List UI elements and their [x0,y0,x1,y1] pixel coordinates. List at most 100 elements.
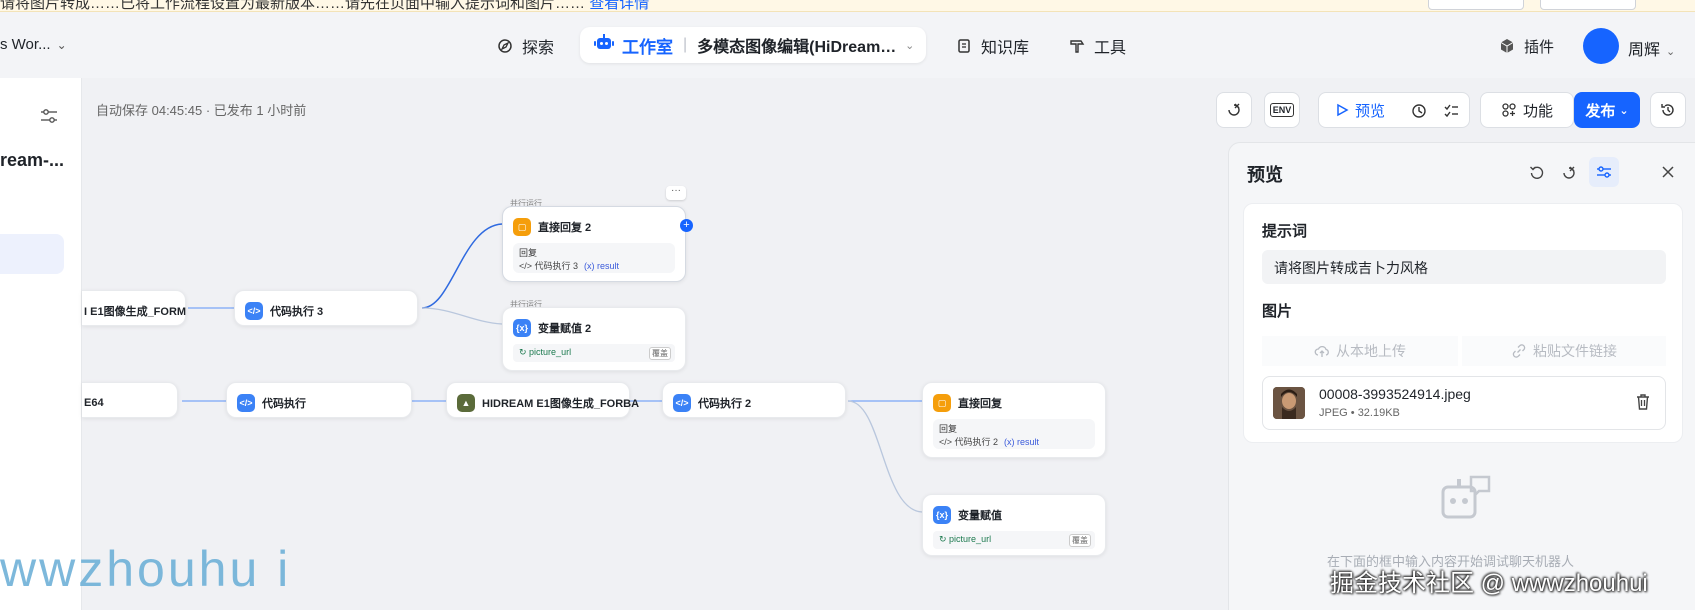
preview-label: 预览 [1355,102,1386,120]
reply-icon: ▢ [513,218,531,236]
chatbot-icon [1439,473,1491,526]
variables-toggle-icon[interactable] [1589,157,1619,187]
variable-icon: {x} [933,506,951,524]
studio-switcher[interactable]: 工作室 | 多模态图像编辑(HiDream-... ⌄ [580,27,926,63]
node-code-exec[interactable]: </>代码执行 [226,382,412,418]
ref-chip: </> 代码执行 3 [519,261,579,271]
paste-link-button[interactable]: 粘贴文件链接 [1462,336,1666,366]
sidebar-item-selected[interactable] [0,234,64,274]
robot-icon [594,33,614,57]
edge [847,400,923,513]
upload-local-label: 从本地上传 [1336,343,1406,359]
close-icon[interactable] [1661,165,1675,184]
project-name: 多模态图像编辑(HiDream-... [697,39,898,56]
chevron-down-icon: ⌄ [1666,46,1676,58]
studio-label: 工作室 [622,37,673,57]
chevron-down-icon: ⌄ [56,38,67,52]
version-history-button[interactable] [1650,92,1686,128]
book-icon [955,37,973,55]
trash-icon[interactable] [1635,393,1651,416]
node-header: {x}变量赋值 2 [513,318,591,338]
code-icon: </> [237,394,255,412]
node-code-exec-3[interactable]: </>代码执行 3 [234,290,418,326]
explore-icon [496,37,514,55]
code-icon: </> [245,302,263,320]
file-meta: JPEG • 32.19KB [1319,407,1400,419]
var-chip: (x) result [1004,437,1040,447]
file-thumbnail [1273,387,1305,419]
preview-panel: 预览 提示词 请将图片转成吉卜力风格 图片 从本地上传 粘贴文件链接 00008… [1228,142,1695,610]
clear-icon [1228,103,1240,116]
notice-button-1[interactable] [1428,0,1524,10]
workflow-canvas[interactable] [82,78,1228,610]
cloud-upload-icon [1314,345,1329,357]
run-history-icon[interactable] [1411,103,1427,123]
checklist-icon[interactable] [1443,103,1459,123]
node-header: ▢直接回复 [933,393,1002,413]
nav-plugin[interactable]: 插件 [1498,28,1554,64]
nav-explore-label: 探索 [522,40,555,57]
notice-link[interactable]: 查看详情 [589,0,650,12]
sidebar-project-name: ream-... [0,150,65,170]
node-title: E64 [84,397,104,409]
left-panel: ream-... [0,78,82,610]
nav-plugin-label: 插件 [1524,38,1555,56]
node-code-exec-2[interactable]: </>代码执行 2 [662,382,846,418]
node-base64[interactable]: E64 [82,382,178,418]
apps-icon [1502,103,1516,117]
node-form-gen[interactable]: I E1图像生成_FORM [82,290,186,326]
preview-toolbar-group: 预览 [1318,92,1470,128]
nav-explore[interactable]: 探索 [496,28,554,64]
prompt-label: 提示词 [1262,223,1308,240]
env-button[interactable]: ENV [1264,92,1300,128]
restart-icon[interactable] [1529,165,1545,186]
node-direct-reply-2[interactable]: ▢直接回复 2 回复 </> 代码执行 3(x) result [502,206,686,282]
file-name: 00008-3993524914.jpeg [1319,386,1471,402]
upload-local-button[interactable]: 从本地上传 [1262,336,1458,366]
close-history-button[interactable] [1216,92,1252,128]
features-button[interactable]: 功能 [1480,92,1574,128]
nav-knowledge[interactable]: 知识库 [955,28,1029,64]
preview-title: 预览 [1247,165,1283,185]
overwrite-tag: 覆盖 [1069,534,1091,547]
preview-button[interactable]: 预览 [1335,100,1385,121]
var-chip: (x) result [584,261,620,271]
top-header: s Wor...⌄ 探索 工作室 | 多模态图像编辑(HiDream-... ⌄… [0,12,1695,78]
features-label: 功能 [1522,102,1553,120]
notice-bar: 请将图片转成……已将工作流程设置为最新版本……请先在页面中输入提示词和图片…… … [0,0,1695,12]
uploaded-file: 00008-3993524914.jpeg JPEG • 32.19KB [1262,376,1666,430]
edge [421,307,503,325]
node-title: I E1图像生成_FORM [84,306,187,318]
prompt-input[interactable]: 请将图片转成吉卜力风格 [1262,250,1666,284]
node-direct-reply[interactable]: ▢直接回复 回复 </> 代码执行 2(x) result [922,382,1106,458]
node-header: </>代码执行 2 [673,393,751,413]
clear-chat-icon[interactable] [1561,165,1577,186]
node-hidream[interactable]: ▲HIDREAM E1图像生成_FORBA [446,382,639,418]
parallel-label: 并行运行 [510,199,542,208]
variable-icon: {x} [513,319,531,337]
settings-sliders-icon[interactable] [40,108,58,129]
node-body: 回复 </> 代码执行 3(x) result [513,243,675,273]
user-menu[interactable]: 周辉⌄ [1628,42,1676,59]
watermark-right: 掘金技术社区 @ wwwzhouhui [1330,570,1648,597]
avatar[interactable] [1583,28,1619,64]
add-node-icon[interactable]: + [680,219,693,232]
watermark-left: wwzhouhu i [0,541,292,597]
nav-knowledge-label: 知识库 [981,40,1030,57]
divider: | [683,36,688,53]
notice-button-2[interactable] [1540,0,1636,10]
workspace-switcher[interactable]: s Wor...⌄ [0,36,67,53]
inputs-card: 提示词 请将图片转成吉卜力风格 图片 从本地上传 粘贴文件链接 00008-39… [1243,203,1683,443]
publish-label: 发布 [1585,102,1616,120]
publish-button[interactable]: 发布⌄ [1574,92,1640,128]
node-body: 回复 </> 代码执行 2(x) result [933,419,1095,449]
empty-chat-hint: 在下面的框中输入内容开始调试聊天机器人 [1327,554,1575,569]
nav-tools[interactable]: 工具 [1068,28,1126,64]
chevron-down-icon: ⌄ [1619,104,1629,117]
more-icon[interactable]: ··· [666,186,686,200]
reply-icon: ▢ [933,394,951,412]
chevron-down-icon: ⌄ [905,39,915,52]
